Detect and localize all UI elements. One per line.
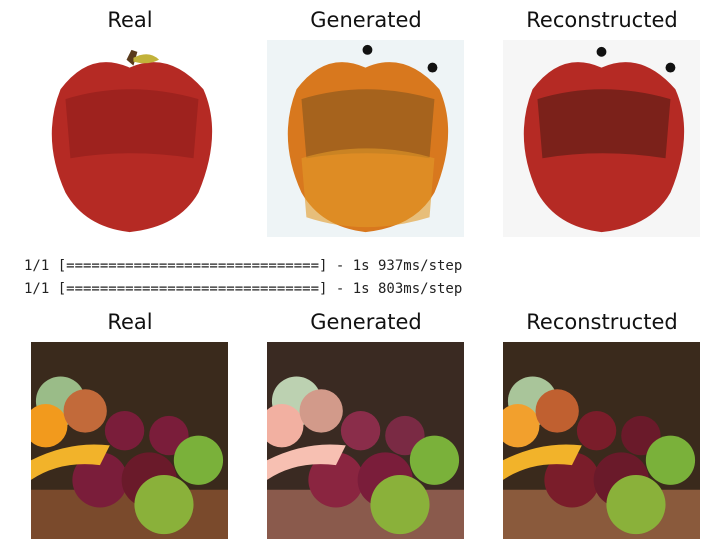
red-apple-reconstructed-icon [503,40,700,237]
image-real-fruit [31,342,228,539]
fruit-basket-reconstructed-icon [503,342,700,539]
orange-apple-icon [267,40,464,237]
red-apple-icon [31,40,228,237]
title-real-1: Real [107,8,153,32]
fruit-basket-generated-icon [267,342,464,539]
title-real-2: Real [107,310,153,334]
image-real-apple [31,40,228,237]
image-generated-fruit [267,342,464,539]
title-reconstructed-2: Reconstructed [526,310,678,334]
log-line-2: 1/1 [==============================] - 1… [24,281,463,297]
image-reconstructed-fruit [503,342,700,539]
title-generated-1: Generated [310,8,422,32]
fruit-basket-icon [31,342,228,539]
title-generated-2: Generated [310,310,422,334]
log-line-1: 1/1 [==============================] - 1… [24,258,463,274]
title-reconstructed-1: Reconstructed [526,8,678,32]
image-reconstructed-apple [503,40,700,237]
image-generated-apple [267,40,464,237]
